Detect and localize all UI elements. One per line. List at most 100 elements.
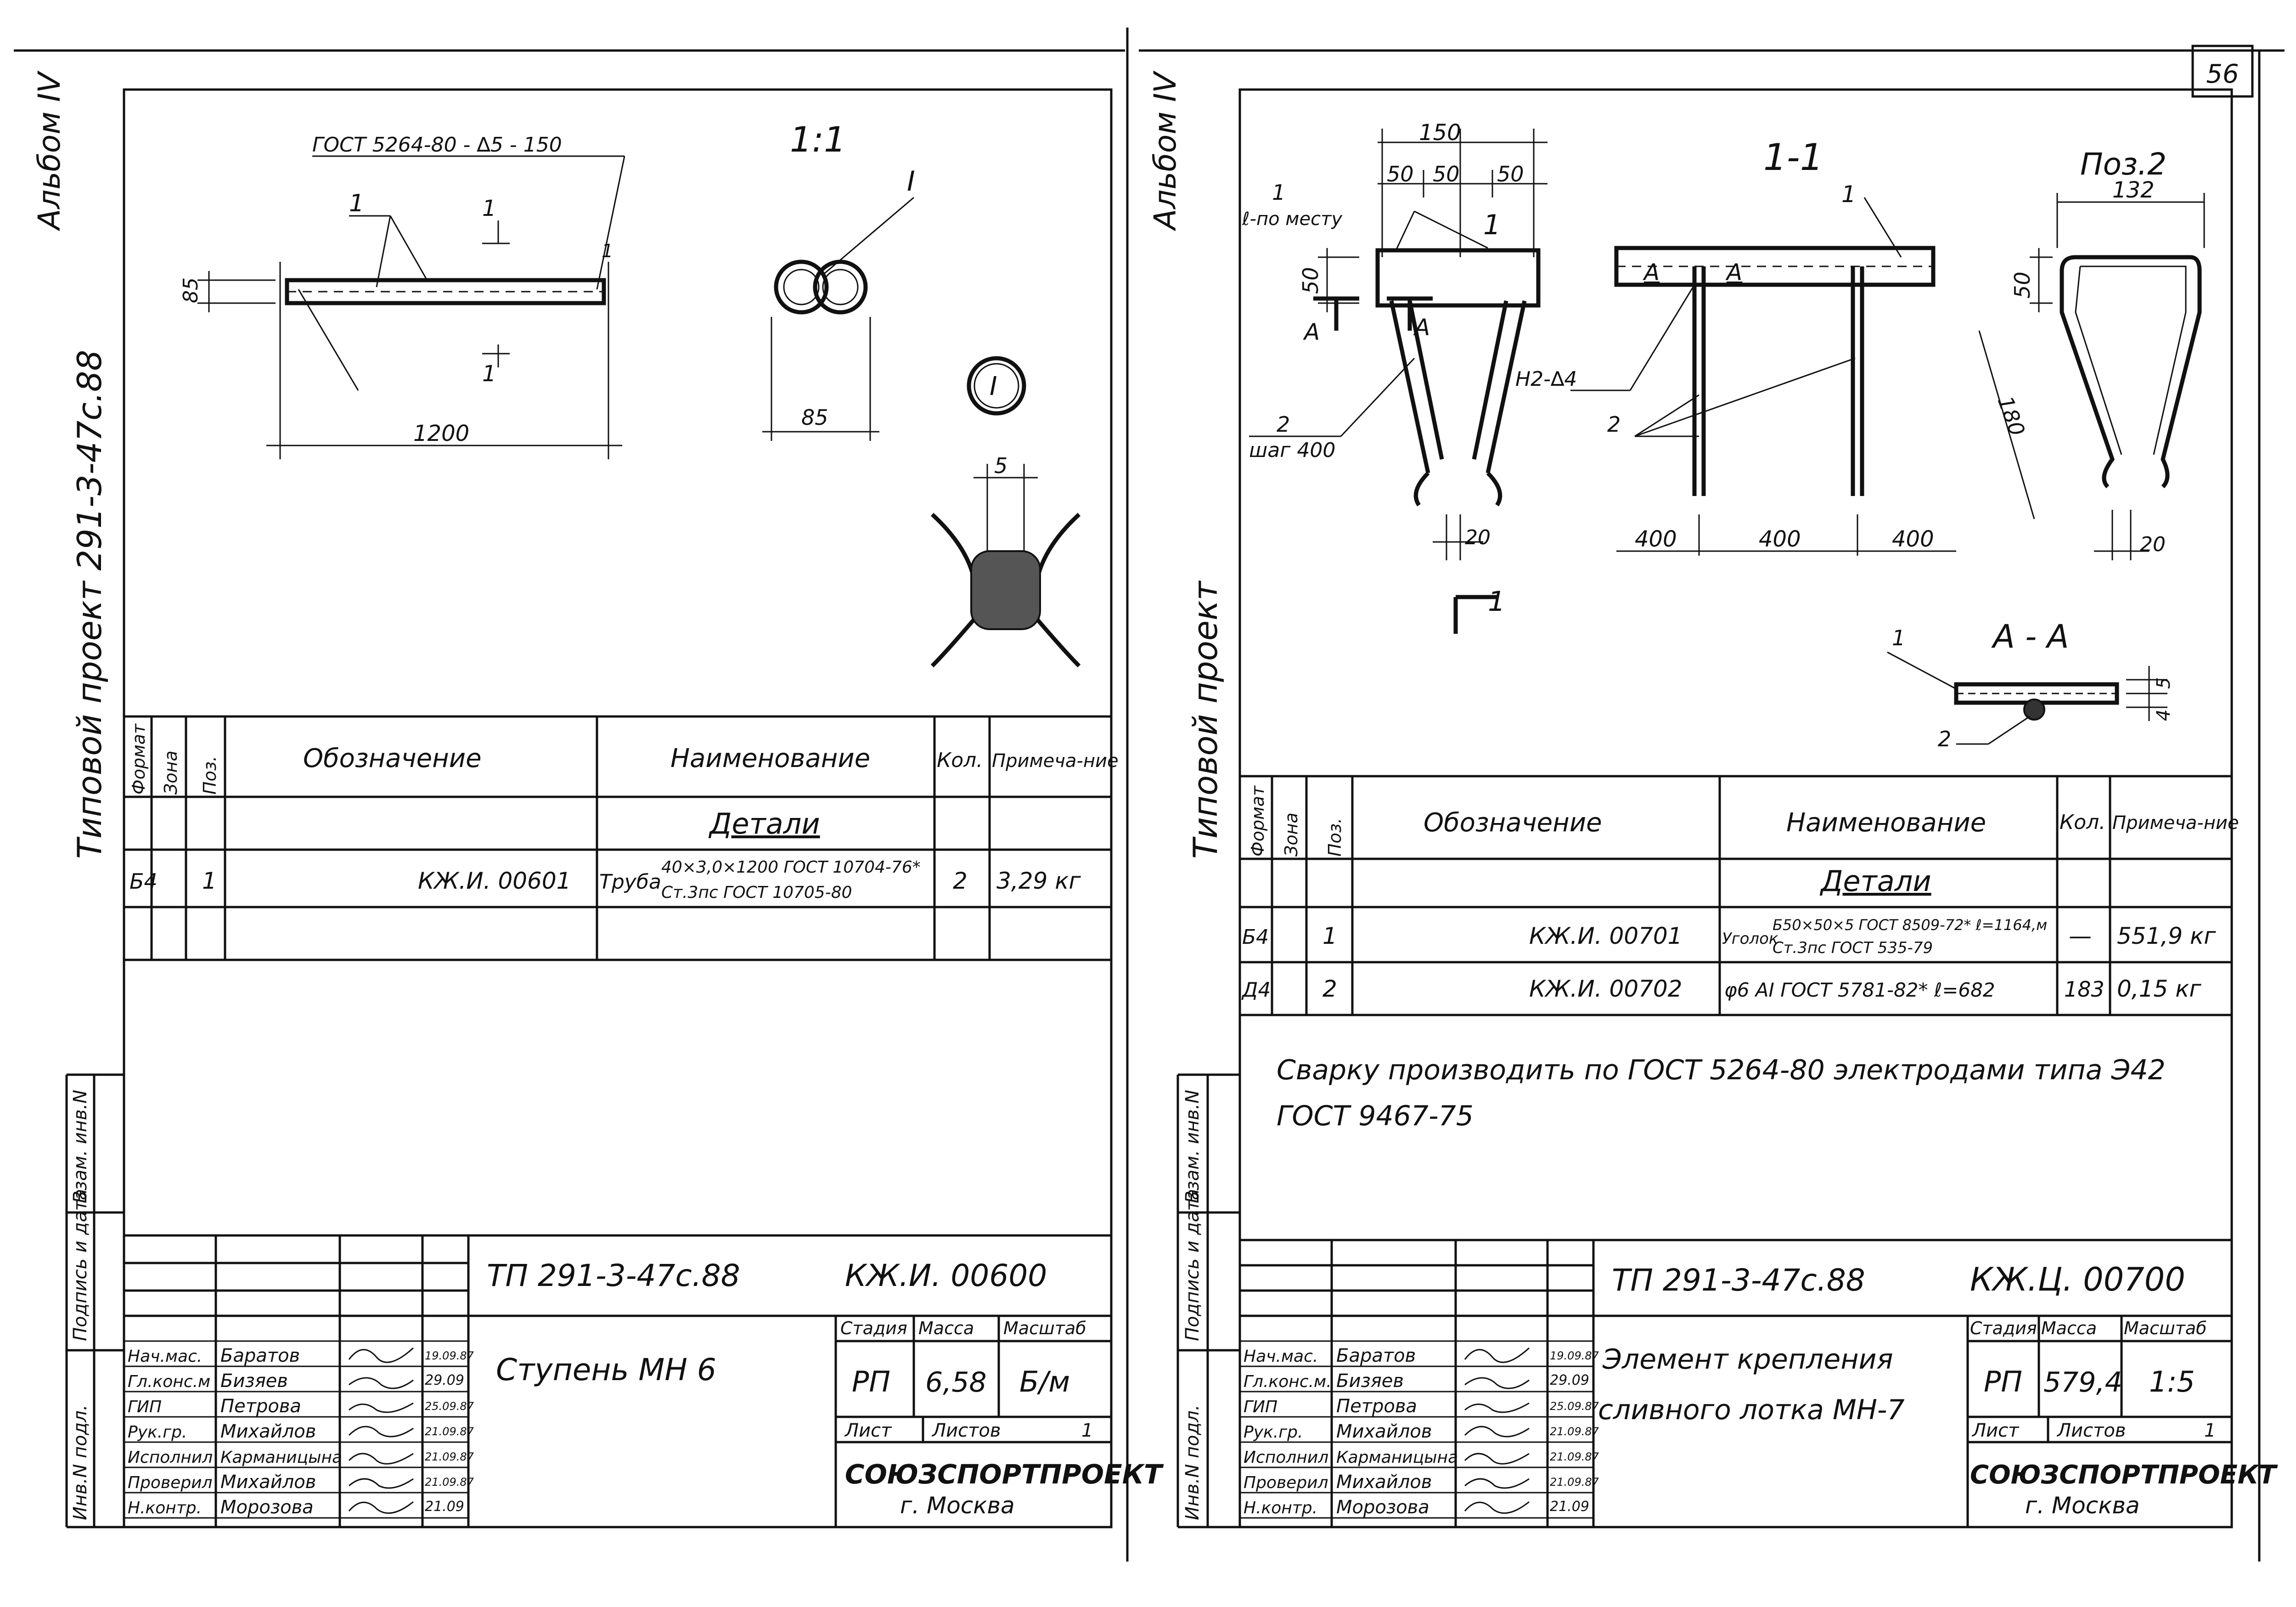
right-album-label: Альбом IV: [1148, 70, 1183, 231]
left-h-scale: Масштаб: [1003, 1318, 1086, 1338]
right-dim-132: 132: [2112, 177, 2155, 203]
left-side-label-0: Инв.N подл.: [70, 1404, 91, 1520]
right-title-code: ТП 291-3-47с.88: [1612, 1263, 1865, 1298]
left-signature-0: [348, 1347, 414, 1363]
right-role-2: ГИП: [1244, 1398, 1277, 1416]
left-sheet: Лист: [844, 1420, 892, 1441]
right-name-2: Петрова: [1336, 1396, 1417, 1417]
left-row-name-c: Ст.3пс ГОСТ 10705-80: [661, 883, 852, 902]
left-city: г. Москва: [900, 1492, 1015, 1519]
right-row0-qty: —: [2069, 923, 2092, 949]
right-h-qty: Кол.: [2060, 811, 2105, 834]
left-row-format: Б4: [129, 869, 158, 894]
left-signature-4: [348, 1453, 414, 1465]
left-stage: РП: [852, 1365, 890, 1398]
right-d400b: 400: [1759, 526, 1801, 552]
sheet-number: 56: [2206, 59, 2239, 89]
right-dim-50b: 50: [1433, 162, 1460, 186]
right-d400a: 400: [1635, 526, 1677, 552]
right-staff-table: Нач.мас. Гл.конс.м. ГИП Рук.гр. Исполнил…: [1244, 1345, 1599, 1518]
left-role-1: Гл.конс.м: [128, 1372, 210, 1391]
right-row1-note: 0,15 кг: [2117, 975, 2201, 1002]
right-project-label: Типовой проект: [1186, 580, 1225, 859]
right-role-3: Рук.гр.: [1244, 1423, 1303, 1442]
left-name-1: Бизяев: [220, 1370, 288, 1392]
left-date-6: 21.09: [425, 1499, 464, 1515]
left-cut-mark-r: 1: [602, 241, 613, 262]
left-row-designation: КЖ.И. 00601: [418, 868, 571, 894]
left-h-designation: Обозначение: [303, 744, 482, 773]
right-date-0: 19.09.87: [1550, 1349, 1599, 1362]
left-role-0: Нач.мас.: [128, 1347, 202, 1366]
right-a3: A: [1643, 259, 1660, 286]
left-sheets-val: 1: [1081, 1420, 1093, 1441]
left-node-circle-label: I: [990, 372, 997, 401]
left-dim-len: 1200: [413, 421, 469, 446]
left-name-3: Михайлов: [220, 1421, 316, 1442]
right-h-stage: Стадия: [1970, 1318, 2037, 1338]
right-row0-name-a: Уголок: [1722, 930, 1778, 948]
left-role-5: Проверил: [128, 1473, 213, 1492]
right-title-item2: сливного лотка МН-7: [1598, 1394, 1905, 1426]
left-name-5: Михайлов: [220, 1472, 316, 1493]
right-l-place: ℓ-по месту: [1242, 209, 1343, 230]
left-role-3: Рук.гр.: [128, 1423, 187, 1442]
right-note-1: Сварку производить по ГОСТ 5264-80 элект…: [1277, 1054, 2166, 1086]
left-mass: 6,58: [925, 1366, 987, 1398]
right-pos2-label: 2: [1277, 412, 1290, 437]
right-date-3: 21.09.87: [1550, 1425, 1599, 1438]
right-aa-4: 4: [2153, 710, 2174, 721]
left-name-0: Баратов: [220, 1345, 300, 1366]
left-section-view: [762, 197, 1081, 668]
right-signature-6: [1464, 1501, 1530, 1514]
right-title-block: [1240, 1239, 2232, 1527]
right-date-5: 21.09.87: [1550, 1476, 1599, 1489]
right-aa-1: 1: [1892, 626, 1905, 650]
right-row0-name-b: Б50×50×5 ГОСТ 8509-72* ℓ=1164,м: [1773, 916, 2047, 934]
right-name-5: Михайлов: [1336, 1472, 1432, 1493]
right-a1: A: [1303, 319, 1320, 345]
right-section-view: [1570, 197, 1956, 556]
left-dim-85: 85: [801, 405, 828, 430]
right-section-label: 1-1: [1763, 136, 1823, 179]
right-role-6: Н.контр.: [1244, 1499, 1317, 1517]
left-project-label: Типовой проект 291-3-47с.88: [70, 350, 109, 859]
right-sheet: Лист: [1971, 1420, 2020, 1441]
left-weld-leader: ГОСТ 5264-80 - ∆5 - 150: [312, 133, 562, 157]
right-scale: 1:5: [2149, 1365, 2195, 1398]
right-a4: A: [1725, 259, 1742, 286]
right-row1-qty: 183: [2064, 977, 2105, 1002]
right-bracket-drawing: [1249, 129, 1548, 634]
left-dim-5: 5: [994, 453, 1007, 478]
right-poz2-view: [1978, 193, 2205, 560]
left-signature-1: [349, 1377, 414, 1389]
left-h-format: Формат: [129, 723, 149, 795]
left-section-details: Детали: [708, 807, 820, 840]
right-aa-label: A - A: [1991, 618, 2069, 655]
left-title-block: [124, 1234, 1111, 1527]
right-date-2: 25.09.87: [1550, 1400, 1599, 1413]
right-aa-2: 2: [1938, 727, 1951, 751]
right-pos2-b: 2: [1607, 412, 1621, 437]
left-album-label: Альбом IV: [32, 70, 67, 231]
right-city: г. Москва: [2025, 1492, 2140, 1519]
right-dim-50w: 50: [2010, 271, 2035, 299]
right-dim-50a: 50: [1387, 162, 1414, 186]
right-date-1: 29.09: [1550, 1372, 1589, 1388]
right-aa-5: 5: [2153, 677, 2174, 689]
left-h-mass: Масса: [918, 1318, 974, 1338]
right-h-mass: Масса: [2041, 1318, 2097, 1338]
right-h-name: Наименование: [1786, 808, 1986, 838]
right-mass: 579,4: [2043, 1366, 2122, 1398]
right-weld: Н2-∆4: [1515, 367, 1577, 391]
right-row0-format: Б4: [1242, 925, 1269, 949]
left-role-6: Н.контр.: [128, 1499, 202, 1517]
left-node-label: I: [907, 165, 915, 197]
left-section-label: 1:1: [790, 119, 846, 160]
left-signature-5: [349, 1478, 414, 1489]
left-role-4: Исполнил: [128, 1448, 213, 1467]
left-scale: Б/м: [1019, 1365, 1070, 1398]
left-dim-dia: 85: [179, 277, 203, 303]
left-pipe-drawing: [197, 155, 625, 459]
